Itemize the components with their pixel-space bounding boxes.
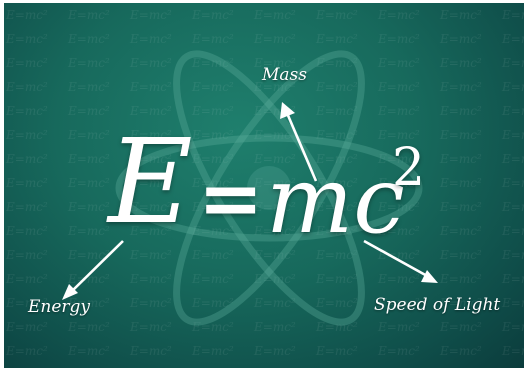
atom-orbit-left	[173, 50, 365, 326]
atom-orbit-right	[173, 50, 365, 326]
watermark-pattern	[4, 3, 524, 368]
mass-light-symbols: mc	[266, 147, 405, 254]
squared-exponent: 2	[392, 138, 426, 198]
arrows	[62, 102, 438, 300]
energy-label: Energy	[28, 297, 91, 317]
atom-nucleus	[247, 166, 291, 210]
energy-arrowhead	[62, 284, 78, 300]
chalkboard-background: E=mc² E = mc 2 Mass Energy Speed of Ligh…	[4, 3, 524, 368]
atom-icon	[115, 50, 423, 326]
energy-symbol: E	[108, 115, 193, 250]
mass-arrowhead	[280, 102, 295, 119]
background-art: E=mc²	[4, 3, 524, 368]
mass-arrow	[285, 112, 318, 182]
speed-arrow	[363, 239, 430, 279]
speed-of-light-label: Speed of Light	[374, 295, 501, 315]
atom-orbit-horizontal	[115, 134, 423, 242]
energy-arrow	[69, 240, 124, 294]
mass-label: Mass	[262, 65, 307, 85]
speed-arrowhead	[421, 270, 438, 283]
equals-sign: =	[198, 153, 264, 244]
